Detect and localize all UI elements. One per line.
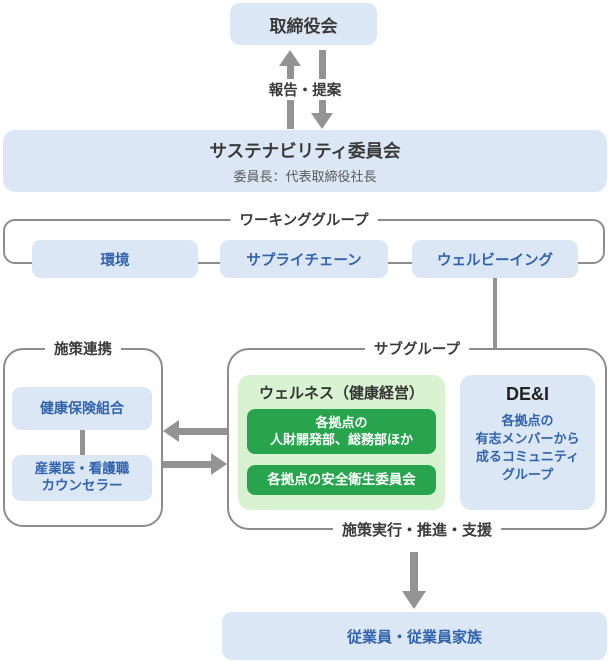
policy-execution-label: 施策実行・推進・支援 [332, 519, 502, 540]
occupational-health-box: 産業医・看護職 カウンセラー [12, 455, 152, 501]
wg-item-environment: 環境 [32, 240, 198, 278]
committee-title: サステナビリティ委員会 [209, 140, 401, 161]
employees-box: 従業員・従業員家族 [222, 612, 607, 660]
wellness-title: ウェルネス（健康経営） [258, 385, 424, 402]
wg-item-wellbeing: ウェルビーイング [412, 240, 578, 278]
dei-panel: DE&I 各拠点の 有志メンバーから 成るコミュニティ グループ [460, 375, 595, 510]
wellness-hr-box: 各拠点の 人財開発部、総務部ほか [247, 409, 436, 454]
cooperation-left-arrow-icon [163, 420, 227, 442]
dei-title: DE&I [505, 384, 549, 404]
working-group-title: ワーキンググループ [230, 209, 378, 230]
wellness-safety-committee-box: 各拠点の安全衛生委員会 [247, 465, 436, 495]
board-of-directors-box: 取締役会 [230, 3, 377, 45]
health-insurance-union-box: 健康保険組合 [12, 387, 152, 430]
dei-description: 各拠点の 有志メンバーから 成るコミュニティ グループ [475, 413, 580, 482]
cooperation-right-arrow-icon [163, 453, 227, 475]
subgroup-title: サブグループ [364, 338, 470, 359]
committee-chair-subtitle: 委員長：代表取締役社長 [233, 168, 377, 184]
wg-item-supply-chain: サプライチェーン [220, 240, 388, 278]
policy-cooperation-title: 施策連携 [45, 338, 121, 359]
wellbeing-subgroup-connector [493, 278, 497, 349]
execution-down-arrow-icon [402, 552, 426, 609]
sustainability-committee-box: サステナビリティ委員会 委員長：代表取締役社長 [3, 130, 607, 192]
report-proposal-label: 報告・提案 [265, 79, 345, 100]
policy-boxes-connector [80, 429, 85, 456]
wellness-panel: ウェルネス（健康経営） 各拠点の 人財開発部、総務部ほか 各拠点の安全衛生委員会 [238, 375, 445, 510]
